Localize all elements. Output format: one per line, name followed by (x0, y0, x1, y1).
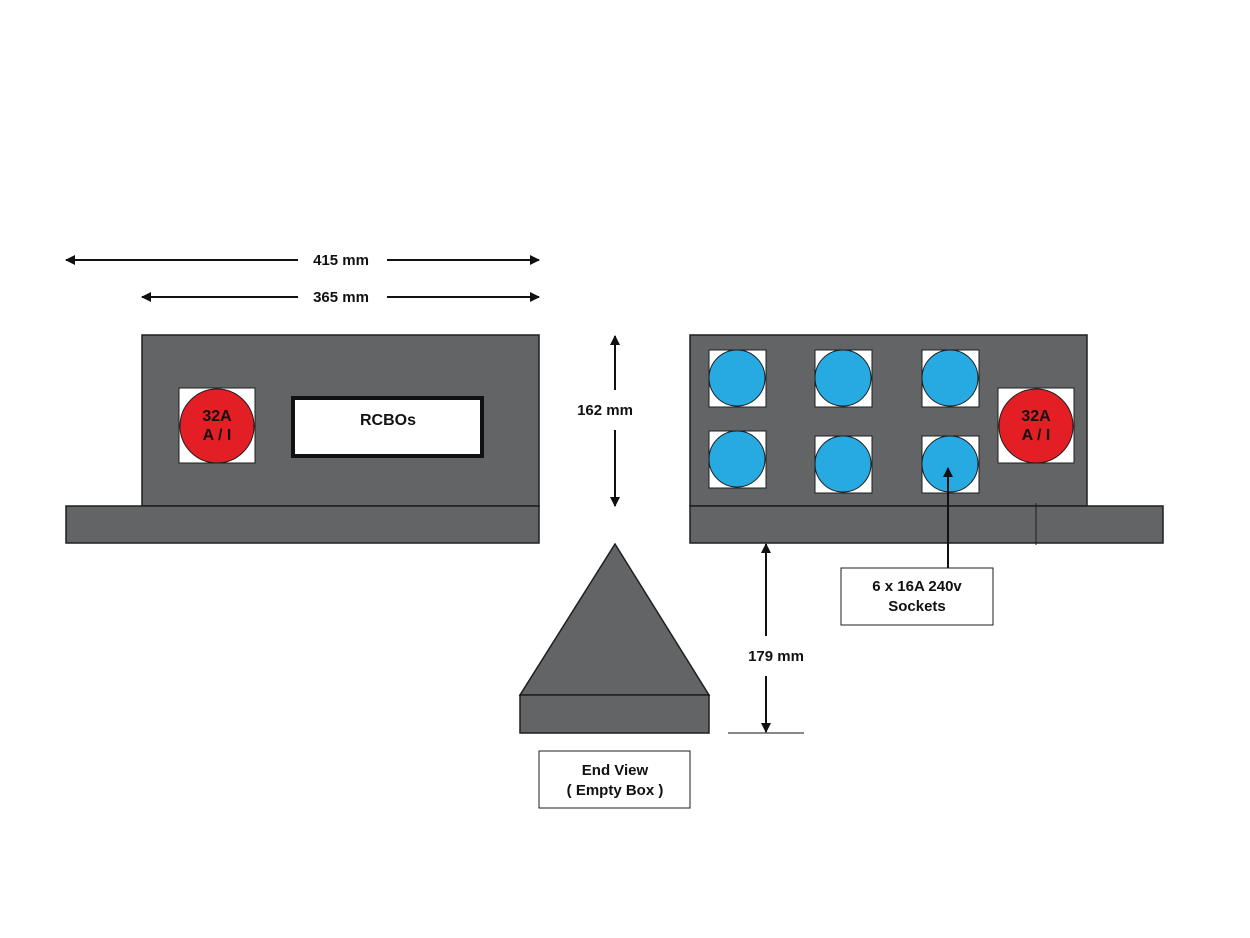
rcbo-window (291, 396, 484, 458)
socket-2 (814, 349, 873, 408)
dimension-179: 179 mm (728, 543, 804, 734)
socket-2-face (814, 349, 872, 407)
socket-1-face (708, 349, 766, 407)
dimension-365: 365 mm (141, 289, 540, 306)
sockets-callout-box (840, 567, 994, 626)
sockets-callout: 6 x 16A 240v Sockets (840, 467, 994, 626)
rear-isolator-label-line2: A / I (1022, 427, 1051, 444)
socket-5-face (814, 435, 872, 493)
front-isolator-label-line2: A / I (203, 427, 232, 444)
rcbo-label: RCBOs (360, 412, 416, 429)
end-view-triangle (518, 542, 711, 696)
socket-3 (921, 349, 980, 408)
socket-1 (708, 349, 767, 408)
sockets-callout-line2: Sockets (888, 598, 946, 615)
rear-isolator: 32A A / I (997, 387, 1075, 464)
front-isolator: 32A A / I (178, 387, 256, 464)
dimension-179-label: 179 mm (748, 648, 804, 665)
dimension-162: 162 mm (577, 335, 633, 507)
socket-4 (708, 430, 767, 489)
dimension-415: 415 mm (65, 252, 540, 269)
front-view: 32A A / I RCBOs (65, 334, 540, 544)
dimension-162-label: 162 mm (577, 402, 633, 419)
end-view: End View ( Empty Box ) (518, 542, 711, 809)
end-view-label-line2: ( Empty Box ) (567, 782, 664, 799)
end-view-label-line1: End View (582, 762, 649, 779)
rear-view: 32A A / I (689, 334, 1164, 545)
rear-isolator-label-line1: 32A (1021, 408, 1051, 425)
front-view-base (65, 505, 540, 544)
rcbo-panel: RCBOs (291, 396, 484, 458)
dimension-415-label: 415 mm (313, 252, 369, 269)
socket-3-face (921, 349, 979, 407)
socket-4-face (708, 430, 766, 488)
sockets-callout-line1: 6 x 16A 240v (872, 578, 962, 595)
front-isolator-label-line1: 32A (202, 408, 232, 425)
end-view-label-box (538, 750, 691, 809)
rear-isolator-circle (998, 388, 1074, 464)
socket-6-face (921, 435, 979, 493)
front-isolator-circle (179, 388, 255, 464)
socket-6 (921, 435, 980, 494)
rear-view-base (689, 505, 1164, 544)
end-view-base (519, 694, 710, 734)
dimension-365-label: 365 mm (313, 289, 369, 306)
socket-5 (814, 435, 873, 494)
